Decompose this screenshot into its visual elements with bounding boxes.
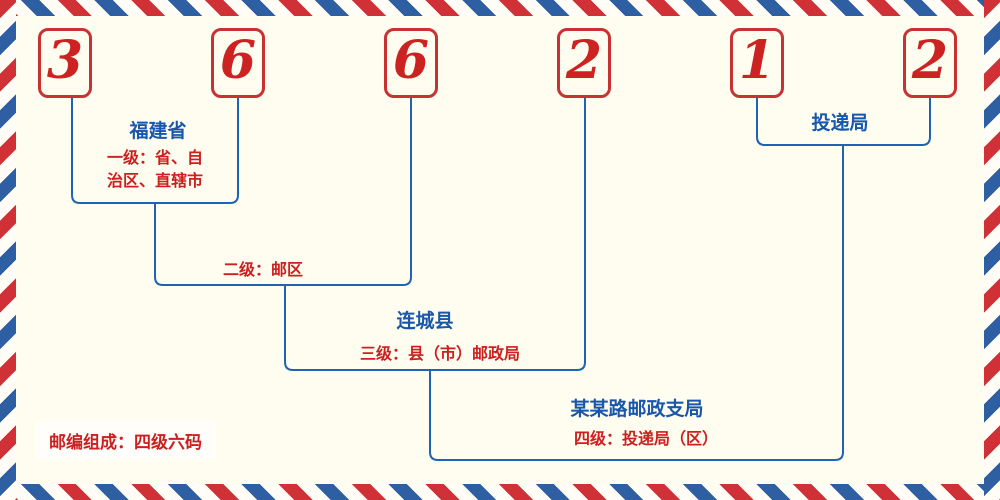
level1-description: 一级：省、自 治区、直辖市 [107,146,203,192]
province-name: 福建省 [129,120,187,142]
digit-box-2: 6 [211,28,265,98]
digit-1: 3 [46,30,84,91]
delivery-office-name: 投递局 [811,112,869,134]
digit-5: 1 [738,30,776,91]
branch-office-name: 某某路邮政支局 [570,398,704,420]
airmail-border-top [0,0,1000,16]
digit-box-5: 1 [730,28,784,98]
digit-2: 6 [219,30,257,91]
airmail-border-bottom [0,484,1000,500]
county-name: 连城县 [396,310,454,332]
digit-box-4: 2 [557,28,611,98]
digit-3: 6 [392,30,430,91]
digit-box-1: 3 [38,28,92,98]
composition-note: 邮编组成：四级六码 [49,433,202,453]
airmail-border-left [0,0,16,500]
level2-description: 二级：邮区 [222,260,304,279]
digit-box-3: 6 [384,28,438,98]
level1-description-line1: 一级：省、自 [106,148,204,167]
digit-4: 2 [565,30,603,91]
level3-description: 三级：县（市）邮政局 [359,344,521,363]
level4-description: 四级：投递局（区） [573,429,719,448]
airmail-border-right [984,0,1000,500]
digit-box-6: 2 [903,28,957,98]
level1-description-line2: 治区、直辖市 [106,171,204,191]
composition-note-box: 邮编组成：四级六码 [35,421,216,460]
digit-6: 2 [911,30,949,91]
